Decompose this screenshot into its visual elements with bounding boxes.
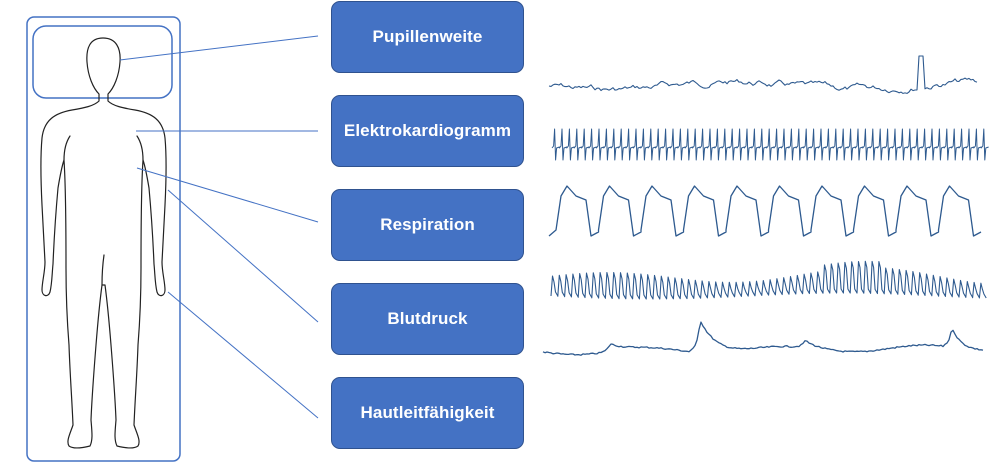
signal-traces bbox=[542, 55, 989, 356]
blood-pressure-trace bbox=[550, 260, 987, 300]
human-body-outline bbox=[40, 37, 167, 449]
respiration-trace bbox=[548, 185, 982, 237]
skin-conductance-label: Hautleitfähigkeit bbox=[331, 377, 524, 449]
connector-respiration bbox=[136, 167, 319, 223]
blood-pressure-label: Blutdruck bbox=[331, 283, 524, 355]
ecg-trace bbox=[551, 128, 989, 161]
connector-blood-pressure bbox=[167, 189, 319, 323]
pupil-diameter-trace bbox=[548, 55, 978, 94]
ecg-label: Elektrokardiogramm bbox=[331, 95, 524, 167]
head-region-frame bbox=[32, 25, 173, 99]
pupil-diameter-label: Pupillenweite bbox=[331, 1, 524, 73]
skin-conductance-trace bbox=[542, 321, 984, 356]
connector-pupil bbox=[119, 35, 319, 61]
connector-skin-conductance bbox=[167, 291, 319, 419]
connector-lines bbox=[119, 35, 319, 419]
patient-frame bbox=[26, 16, 181, 462]
respiration-label: Respiration bbox=[331, 189, 524, 261]
